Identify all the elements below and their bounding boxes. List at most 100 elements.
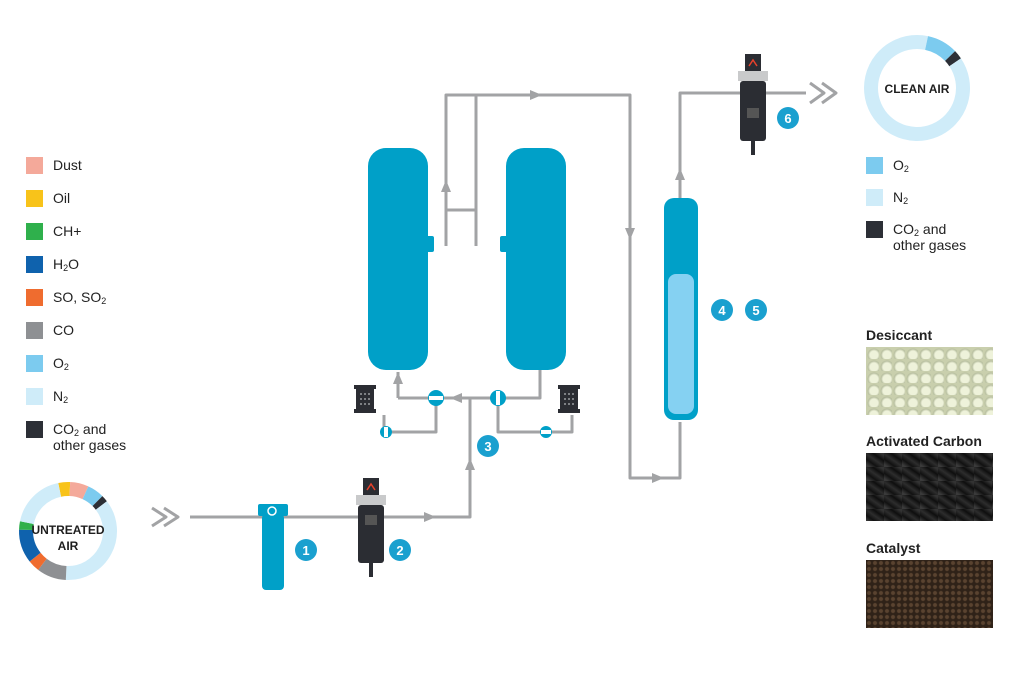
step-badge-5: 5: [745, 299, 767, 321]
flow-arrows: [393, 90, 685, 522]
legend-item: H2O: [26, 256, 79, 273]
valve-icon: [428, 390, 444, 406]
carbon-catalyst-tower: [664, 198, 698, 420]
ring-segment: [916, 35, 929, 50]
inlet-pipe: [190, 398, 472, 519]
legend-label: N2: [53, 388, 69, 405]
legend-item: Dust: [26, 157, 82, 174]
clean-air-label: CLEAN AIR: [885, 82, 950, 96]
right-adsorption-tower: [500, 148, 566, 370]
legend-label: CH+: [53, 223, 82, 239]
untreated-air-label-line2: AIR: [58, 539, 79, 553]
ring-segment: [19, 521, 34, 531]
legend-label: Oil: [53, 190, 71, 206]
untreated-air-ring: [19, 482, 117, 580]
inlet-double-chevron-icon: [151, 506, 180, 528]
legend-swatch: [26, 421, 43, 438]
legend-item: N2: [26, 388, 68, 405]
legend-swatch: [26, 355, 43, 372]
legend-item: O2: [866, 157, 909, 174]
svg-text:1: 1: [302, 543, 309, 558]
legend-label: CO: [53, 322, 74, 338]
flow-arrow: [625, 228, 635, 240]
material-title: Catalyst: [866, 540, 921, 556]
ring-segment: [69, 482, 89, 500]
step-badge-1: 1: [295, 539, 317, 561]
valve-icon: [380, 426, 392, 438]
legend-swatch: [26, 256, 43, 273]
step-badge-4: 4: [711, 299, 733, 321]
ring-segment: [19, 529, 41, 562]
legend-item: SO, SO2: [26, 289, 106, 306]
legend-label: O2: [893, 157, 909, 174]
legend-item: N2: [866, 189, 908, 206]
ring-segment: [82, 486, 103, 507]
ring-segment: [58, 482, 71, 497]
final-filter: [738, 54, 768, 155]
flow-arrow: [675, 168, 685, 180]
left-adsorption-tower: [368, 148, 434, 370]
ring-segment: [864, 35, 970, 141]
legend-item: CO: [26, 322, 74, 339]
legend-label: Dust: [53, 157, 82, 173]
material-activated-carbon: Activated Carbon: [866, 433, 993, 521]
untreated-air-label-line1: UNTREATED: [31, 523, 104, 537]
material-title: Activated Carbon: [866, 433, 982, 449]
legend-swatch: [26, 388, 43, 405]
legend-item: CH+: [26, 223, 81, 240]
svg-text:6: 6: [784, 111, 791, 126]
coalescing-filter: [356, 478, 386, 577]
valve-icon: [490, 390, 506, 406]
ring-segment: [38, 558, 67, 580]
top-loop-pipe: [444, 93, 682, 480]
step-badge-6: 6: [777, 107, 799, 129]
silencer-icon: [354, 385, 376, 413]
ring-segment: [92, 496, 107, 510]
legend-item: Oil: [26, 190, 70, 207]
ring-segment: [65, 501, 117, 580]
step-badge-3: 3: [477, 435, 499, 457]
legend-swatch: [26, 322, 43, 339]
legend-swatch: [26, 190, 43, 207]
material-catalyst: Catalyst: [866, 540, 993, 628]
legend-label: H2O: [53, 256, 80, 273]
material-title: Desiccant: [866, 327, 933, 343]
flow-arrow: [393, 372, 403, 384]
flow-arrow: [465, 458, 475, 470]
ring-segment: [19, 482, 62, 525]
svg-text:2: 2: [396, 543, 403, 558]
legend-item: O2: [26, 355, 69, 372]
catalyst-swatch: [866, 560, 993, 628]
flow-arrow: [530, 90, 542, 100]
material-desiccant: Desiccant: [866, 327, 993, 415]
legend-label: O2: [53, 355, 69, 372]
legend-swatch: [26, 223, 43, 240]
ring-segment: [29, 552, 47, 570]
flow-arrow: [450, 393, 462, 403]
valve-icon: [540, 426, 552, 438]
legend-swatch: [866, 221, 883, 238]
flow-arrow: [424, 512, 436, 522]
desiccant-swatch: [866, 347, 993, 415]
activated-carbon-swatch: [866, 453, 993, 521]
flow-arrow: [441, 180, 451, 192]
svg-text:3: 3: [484, 439, 491, 454]
right-purge-pipe: [496, 398, 574, 434]
legend-swatch: [26, 289, 43, 306]
svg-text:5: 5: [752, 303, 759, 318]
legend-swatch: [866, 157, 883, 174]
legend-label: N2: [893, 189, 909, 206]
outlet-double-chevron-icon: [809, 81, 838, 105]
left-purge-pipe: [382, 398, 438, 434]
legend-swatch: [26, 157, 43, 174]
flow-arrow: [652, 473, 664, 483]
ring-segment: [924, 36, 956, 62]
clean-air-ring: [864, 35, 970, 141]
manifold-pipe: [398, 370, 542, 400]
legend-swatch: [866, 189, 883, 206]
step-badge-2: 2: [389, 539, 411, 561]
